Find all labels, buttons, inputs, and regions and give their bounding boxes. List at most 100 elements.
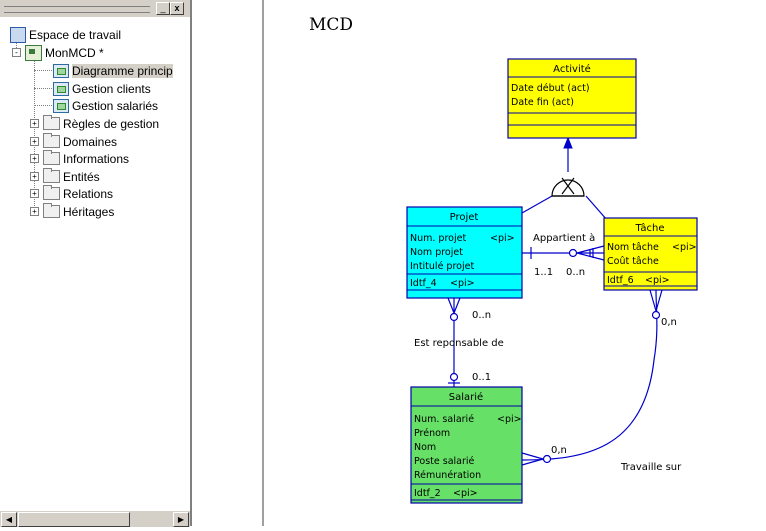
entity-title: Projet [450, 212, 479, 223]
tree-item-diagram[interactable]: Gestion clients [53, 80, 151, 97]
expand-icon[interactable]: + [30, 207, 39, 216]
entity-attribute: Intitulé projet [410, 261, 474, 272]
relation-label-appartient[interactable]: Appartient à [533, 232, 595, 244]
cardinality-label: 0..1 [472, 372, 491, 383]
inheritance-link-projet[interactable] [521, 195, 553, 214]
entity-attribute: Rémunération [414, 470, 481, 481]
relation-label-est-responsable[interactable]: Est reponsable de [414, 338, 504, 349]
panel-titlebar[interactable]: _ x [0, 0, 192, 17]
entity-title: Tâche [634, 222, 664, 234]
diagram-icon [53, 81, 69, 96]
diagram-title: MCD [309, 15, 353, 35]
tree-item-workspace[interactable]: Espace de travail [10, 26, 121, 43]
entity-identifier: Idtf_6 [607, 275, 634, 286]
workspace-icon [10, 26, 26, 43]
tree-item-label: Gestion salariés [72, 98, 159, 113]
entity-attribute: Poste salarié [414, 456, 475, 467]
relation-label-travaille[interactable]: Travaille sur [620, 462, 682, 473]
entity-tache[interactable]: Tâche Nom tâche <pi> Coût tâche Idtf_6 <… [603, 217, 698, 291]
entity-title: Activité [553, 63, 591, 75]
entity-activite[interactable]: Activité Date début (act) Date fin (act) [507, 58, 637, 139]
tree-item-label: Héritages [63, 204, 115, 219]
expand-icon[interactable]: + [30, 172, 39, 181]
entity-attribute: Coût tâche [607, 256, 659, 267]
tree-item-label: Espace de travail [29, 27, 122, 42]
tree-item-folder[interactable]: + Entités [30, 168, 100, 185]
entity-identifier: Idtf_2 [414, 488, 441, 499]
model-browser-panel: _ x Espace de travail - MonMCD * Diagram… [0, 0, 192, 527]
diagram-icon [53, 98, 69, 113]
cardinality-label: 0,n [661, 317, 677, 328]
expand-icon[interactable]: + [30, 119, 39, 128]
scrollbar-thumb[interactable] [18, 512, 130, 527]
entity-attribute: Nom tâche [607, 242, 659, 253]
tree-item-label: Règles de gestion [63, 116, 160, 131]
folder-icon [43, 185, 60, 200]
tree-item-label: Entités [63, 169, 100, 184]
minimize-button[interactable]: _ [156, 2, 170, 15]
tree-connector [34, 70, 52, 71]
expand-icon[interactable]: + [30, 137, 39, 146]
identifier-tag: <pi> [453, 488, 478, 499]
inheritance-symbol[interactable] [551, 177, 585, 197]
mcd-diagram: MCD [309, 15, 698, 504]
inheritance-link-tache[interactable] [585, 195, 608, 221]
tree-item-diagram[interactable]: Gestion salariés [53, 97, 158, 114]
tree-item-folder[interactable]: + Domaines [30, 133, 117, 150]
diagram-canvas[interactable]: MCD [264, 0, 766, 526]
tree-item-folder[interactable]: + Règles de gestion [30, 115, 159, 132]
tree-connector [34, 54, 35, 210]
pk-tag: <pi> [490, 233, 515, 244]
entity-attribute: Date début (act) [511, 83, 590, 94]
identifier-tag: <pi> [450, 278, 475, 289]
entity-attribute: Nom [414, 442, 436, 453]
tree-item-model[interactable]: - MonMCD * [12, 44, 104, 61]
entity-attribute: Nom projet [410, 247, 463, 258]
inheritance-arrow-icon [563, 136, 573, 149]
close-button[interactable]: x [170, 2, 184, 15]
cardinality-label: 0..n [566, 267, 585, 278]
expand-icon[interactable]: + [30, 189, 39, 198]
tree-connector [16, 36, 17, 50]
tree-item-label: MonMCD * [45, 45, 104, 60]
pk-tag: <pi> [672, 242, 697, 253]
horizontal-scrollbar[interactable]: ◀ ▶ [0, 510, 190, 527]
entity-attribute: Prénom [414, 428, 450, 439]
tree-item-label: Relations [63, 186, 114, 201]
cardinality-label: 0,n [551, 445, 567, 456]
folder-icon [43, 168, 60, 183]
folder-icon [43, 150, 60, 165]
tree-item-folder[interactable]: + Relations [30, 185, 113, 202]
entity-projet[interactable]: Projet Num. projet <pi> Nom projet Intit… [406, 206, 523, 299]
entity-attribute: Num. projet [410, 233, 466, 244]
identifier-tag: <pi> [645, 275, 670, 286]
folder-icon [43, 115, 60, 130]
folder-icon [43, 133, 60, 148]
tree-item-folder[interactable]: + Informations [30, 150, 129, 167]
tree-item-label: Informations [63, 151, 130, 166]
entity-identifier: Idtf_4 [410, 278, 437, 289]
tree-item-folder[interactable]: + Héritages [30, 203, 114, 220]
view-splitter[interactable] [262, 0, 264, 526]
expand-icon[interactable]: + [30, 154, 39, 163]
tree-item-label: Domaines [63, 134, 118, 149]
travaille-link[interactable] [521, 289, 658, 461]
entity-salarie[interactable]: Salarié Num. salarié <pi> Prénom Nom Pos… [410, 386, 523, 504]
tree-item-diagram[interactable]: Diagramme princip [53, 62, 173, 79]
folder-icon [43, 203, 60, 218]
scroll-left-icon[interactable]: ◀ [1, 512, 17, 527]
cardinality-label: 1..1 [534, 267, 553, 278]
collapse-icon[interactable]: - [12, 48, 21, 57]
cardinality-markers [447, 245, 663, 466]
panel-border [190, 0, 192, 526]
tree-item-label: Gestion clients [72, 81, 151, 96]
cardinality-label: 0..n [472, 310, 491, 321]
model-icon [25, 44, 42, 61]
panel-grip[interactable] [4, 6, 150, 13]
tree-connector [34, 105, 52, 106]
entity-attribute: Date fin (act) [511, 97, 574, 108]
entity-title: Salarié [449, 391, 483, 403]
tree-item-label: Diagramme princip [72, 63, 173, 78]
entity-attribute: Num. salarié [414, 414, 474, 425]
scroll-right-icon[interactable]: ▶ [173, 512, 189, 527]
